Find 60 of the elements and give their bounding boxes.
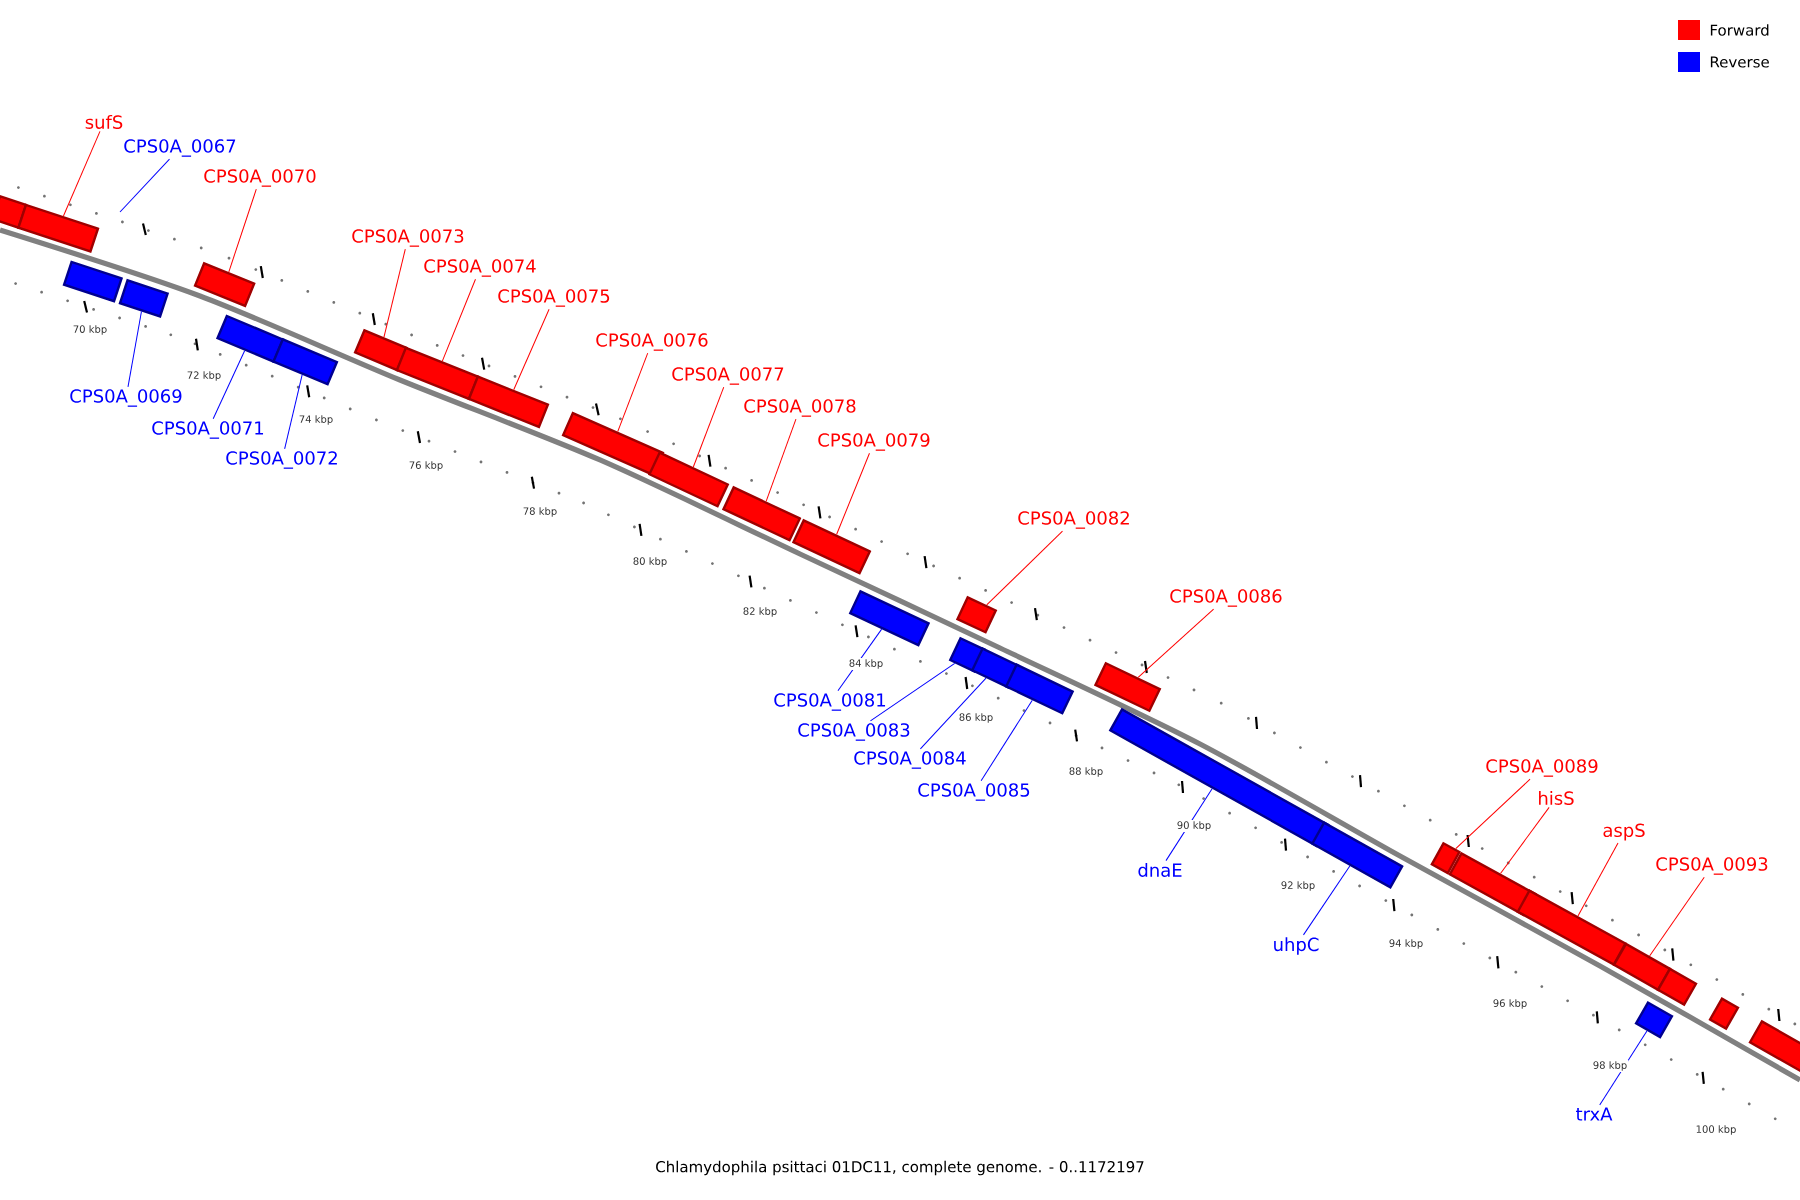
gene-label: CPS0A_0070 <box>204 169 316 187</box>
gene-bar <box>193 261 256 308</box>
leader-line <box>837 628 883 692</box>
gene-label: CPS0A_0086 <box>1170 589 1282 607</box>
leader-line <box>212 350 246 420</box>
leader-line <box>1303 865 1351 936</box>
leader-line <box>228 188 257 273</box>
gene-bar <box>1430 841 1461 875</box>
gene-label: CPS0A_0085 <box>918 783 1030 801</box>
gene-bar <box>1634 1000 1674 1039</box>
gene-bar <box>467 375 550 429</box>
leader-line <box>869 662 956 722</box>
leader-line <box>119 158 170 213</box>
leader-line <box>513 308 550 391</box>
gene-label: CPS0A_0072 <box>226 451 337 469</box>
gene-bar <box>1748 1019 1800 1075</box>
gene-bar <box>561 411 665 477</box>
gene-label: CPS0A_0073 <box>352 229 464 247</box>
gene-label: CPS0A_0081 <box>774 693 886 711</box>
leader-line <box>692 386 725 468</box>
gene-label: CPS0A_0079 <box>818 433 930 451</box>
leader-line <box>1599 1030 1648 1106</box>
leader-line <box>383 248 406 338</box>
leader-line <box>441 278 476 362</box>
gene-label: CPS0A_0077 <box>672 367 784 385</box>
gene-bar <box>271 337 339 386</box>
gene-bar <box>395 346 480 401</box>
gene-label: aspS <box>1603 823 1645 841</box>
leader-line <box>1137 608 1215 678</box>
gene-label: dnaE <box>1138 863 1182 877</box>
leader-line <box>765 418 797 502</box>
gene-label: CPS0A_0067 <box>124 139 236 157</box>
gene-label: uhpC <box>1274 937 1319 955</box>
leader-line <box>1455 778 1531 850</box>
leader-line <box>1165 788 1213 862</box>
leader-line <box>1649 876 1705 957</box>
gene-label: CPS0A_0075 <box>498 289 610 307</box>
leader-line <box>62 130 101 217</box>
leader-line <box>986 530 1063 606</box>
gene-label: CPS0A_0082 <box>1018 511 1129 529</box>
leader-line <box>1577 842 1619 917</box>
leader-line <box>617 352 649 433</box>
gene-label: CPS0A_0069 <box>70 389 182 407</box>
gene-label: CPS0A_0093 <box>1656 857 1768 875</box>
leader-line <box>836 452 870 536</box>
gene-label: CPS0A_0089 <box>1486 759 1598 777</box>
gene-label: hisS <box>1539 791 1574 805</box>
gene-label: CPS0A_0076 <box>596 333 708 351</box>
gene-label: trxA <box>1576 1107 1613 1121</box>
gene-label: sufS <box>85 115 123 129</box>
leader-line <box>980 699 1033 782</box>
leader-line <box>127 311 142 388</box>
leader-line <box>284 374 303 450</box>
gene-label: CPS0A_0084 <box>854 751 966 769</box>
gene-label: CPS0A_0074 <box>424 259 536 277</box>
leader-line <box>919 677 987 750</box>
gene-label: CPS0A_0078 <box>744 399 856 417</box>
gene-label: CPS0A_0083 <box>798 723 910 741</box>
leader-line <box>1500 806 1550 874</box>
gene-label: CPS0A_0071 <box>152 421 264 439</box>
